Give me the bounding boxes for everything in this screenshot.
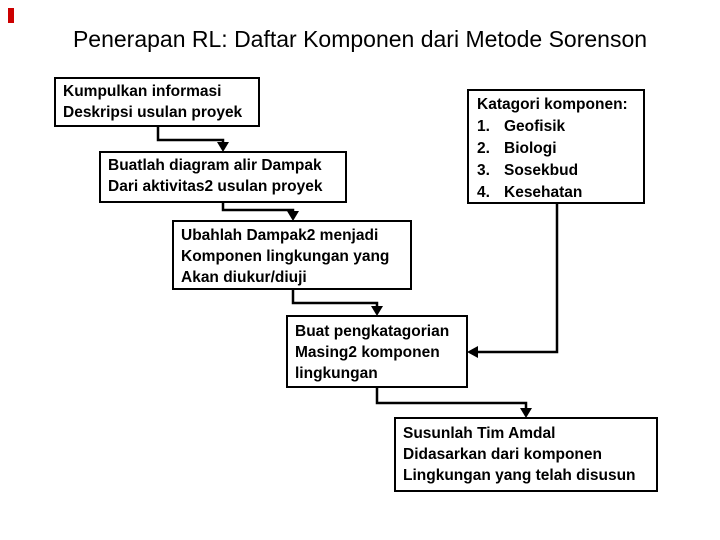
box-text-line: Masing2 komponen — [295, 344, 440, 361]
connector-categories-to-categorize — [477, 204, 559, 354]
category-label: Kesehatan — [504, 184, 583, 201]
flowchart-box-flow-diagram: Buatlah diagram alir Dampak Dari aktivit… — [99, 151, 347, 203]
category-item: 2. Biologi — [477, 138, 635, 160]
box-text-line: Lingkungan yang telah disusun — [403, 467, 636, 484]
flowchart-box-team: Susunlah Tim Amdal Didasarkan dari kompo… — [394, 417, 658, 492]
box-text-line: Ubahlah Dampak2 menjadi — [181, 227, 379, 244]
category-item: 4. Kesehatan — [477, 182, 635, 204]
slide-accent-bar-icon — [8, 8, 14, 23]
flowchart-box-convert-impacts: Ubahlah Dampak2 menjadi Komponen lingkun… — [172, 220, 412, 290]
box-text-line: lingkungan — [295, 365, 378, 382]
box-text-line: Komponen lingkungan yang — [181, 248, 390, 265]
category-label: Sosekbud — [504, 162, 579, 179]
connector-categorize-to-team — [375, 388, 528, 409]
category-number: 2. — [477, 140, 490, 157]
connector-flow-to-convert — [221, 203, 295, 212]
category-label: Geofisik — [504, 118, 566, 135]
box-text-line: Deskripsi usulan proyek — [63, 104, 243, 121]
box-text-line: Dari aktivitas2 usulan proyek — [108, 178, 323, 195]
connector-convert-to-categorize — [291, 290, 379, 307]
categories-heading: Katagori komponen: — [477, 96, 628, 113]
flowchart-box-categories: Katagori komponen: 1. Geofisik 2. Biolog… — [467, 89, 645, 204]
box-text-line: Buatlah diagram alir Dampak — [108, 157, 322, 174]
category-item: 3. Sosekbud — [477, 160, 635, 182]
category-number: 3. — [477, 162, 490, 179]
flowchart-box-categorize: Buat pengkatagorian Masing2 komponen lin… — [286, 315, 468, 388]
flowchart-box-collect-info: Kumpulkan informasi Deskripsi usulan pro… — [54, 77, 260, 127]
category-item: 1. Geofisik — [477, 116, 635, 138]
arrowhead-left-icon — [467, 346, 478, 358]
box-text-line: Susunlah Tim Amdal — [403, 425, 556, 442]
category-number: 4. — [477, 184, 490, 201]
category-number: 1. — [477, 118, 490, 135]
box-text-line: Akan diukur/diuji — [181, 269, 307, 286]
slide-title: Penerapan RL: Daftar Komponen dari Metod… — [72, 26, 648, 52]
connector-collect-to-flow — [156, 127, 225, 143]
box-text-line: Kumpulkan informasi — [63, 83, 222, 100]
box-text-line: Didasarkan dari komponen — [403, 446, 602, 463]
box-text-line: Buat pengkatagorian — [295, 323, 450, 340]
category-label: Biologi — [504, 140, 557, 157]
